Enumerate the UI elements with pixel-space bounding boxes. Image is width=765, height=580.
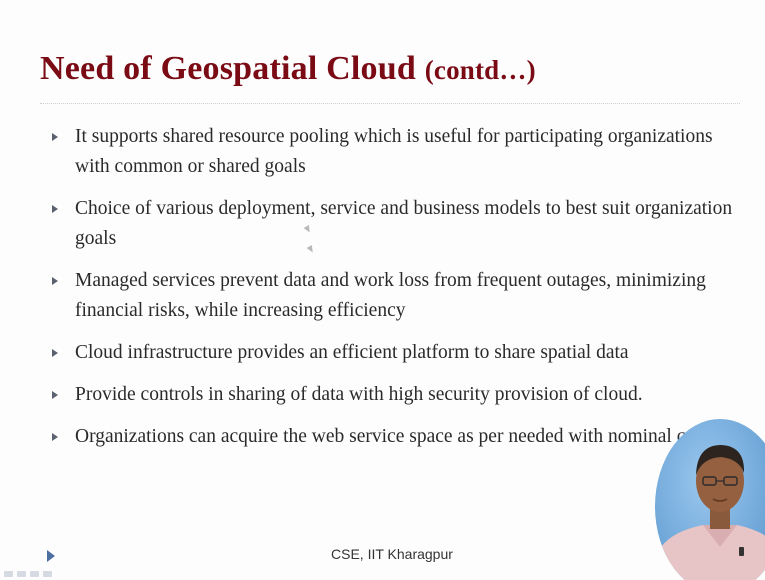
bullet-item: Choice of various deployment, service an… [52, 194, 742, 254]
bullet-text: Organizations can acquire the web servic… [75, 426, 714, 447]
bullet-text: Managed services prevent data and work l… [75, 270, 706, 321]
play-arrow-icon[interactable] [47, 550, 55, 562]
presenter-video-overlay [655, 419, 765, 580]
triangle-bullet-icon [52, 391, 58, 399]
nav-end-icon[interactable] [43, 571, 52, 577]
nav-menu-icon[interactable] [17, 571, 26, 577]
triangle-bullet-icon [52, 277, 58, 285]
bullet-list: It supports shared resource pooling whic… [52, 122, 742, 464]
bullet-text: Provide controls in sharing of data with… [75, 384, 643, 405]
bullet-text: Choice of various deployment, service an… [75, 198, 733, 249]
triangle-bullet-icon [52, 433, 58, 441]
slide-navigation-bar[interactable] [0, 568, 84, 580]
bullet-item: Cloud infrastructure provides an efficie… [52, 338, 742, 368]
presenter-figure [658, 445, 765, 580]
title-divider [40, 103, 740, 104]
slide-title-suffix: (contd…) [424, 55, 536, 85]
bullet-item: Provide controls in sharing of data with… [52, 380, 742, 410]
slide-title-main: Need of Geospatial Cloud [40, 50, 416, 87]
nav-prev-icon[interactable] [4, 571, 13, 577]
bullet-text: Cloud infrastructure provides an efficie… [75, 342, 629, 363]
bullet-item: Managed services prevent data and work l… [52, 266, 742, 326]
triangle-bullet-icon [52, 133, 58, 141]
nav-next-icon[interactable] [30, 571, 39, 577]
bullet-item: It supports shared resource pooling whic… [52, 122, 742, 182]
triangle-bullet-icon [52, 205, 58, 213]
slide-title: Need of Geospatial Cloud (contd…) [40, 50, 536, 88]
triangle-bullet-icon [52, 349, 58, 357]
bullet-text: It supports shared resource pooling whic… [75, 126, 713, 177]
slide-footer: CSE, IIT Kharagpur [331, 546, 453, 562]
bullet-item: Organizations can acquire the web servic… [52, 422, 742, 452]
